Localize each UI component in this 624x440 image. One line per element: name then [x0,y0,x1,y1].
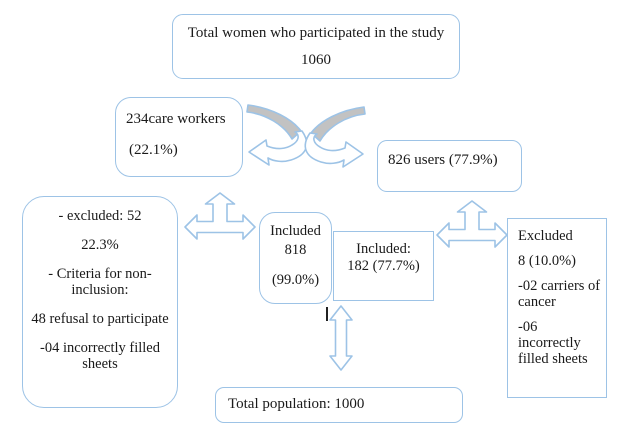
excluded-right-line: Excluded [518,228,573,244]
node-excluded-right: Excluded 8 (10.0%) -02 carriers of cance… [507,218,607,398]
node-total-women: Total women who participated in the stud… [172,14,460,79]
excluded-left-line: -04 incorrectly filled sheets [40,340,160,372]
included-818-line: (99.0%) [271,272,320,288]
included-818-line: Included [270,223,321,239]
node-total-women-value: 1060 [301,52,331,68]
excluded-right-line: -02 carriers of cancer [518,278,601,310]
node-included-818: Included 818 (99.0%) [259,212,332,304]
excluded-left-line: - excluded: 52 [58,208,142,224]
node-total-population-label: Total population: 1000 [228,396,365,412]
node-care-workers-label: 234care workers [126,111,226,127]
included-182-line: Included: [356,241,411,257]
excluded-left-line: 48 refusal to participate [31,311,169,327]
excluded-right-line: -06 incorrectly filled sheets [518,319,588,367]
node-excluded-left: - excluded: 52 22.3% - Criteria for non-… [22,196,178,408]
included-182-line: 182 (77.7%) [347,258,420,274]
excluded-right-line: 8 (10.0%) [518,253,576,269]
node-total-population: Total population: 1000 [215,387,463,423]
node-users: 826 users (77.9%) [377,140,522,192]
three-way-arrow-right-icon [436,200,508,248]
node-included-182: Included: 182 (77.7%) [333,231,434,301]
node-care-workers: 234care workers (22.1%) [115,97,243,177]
curved-split-arrows [246,104,366,168]
curved-arrow-left-icon [246,104,308,166]
text-cursor [326,307,328,321]
three-way-arrow-left-icon [184,192,256,240]
node-users-label: 826 users (77.9%) [388,152,498,168]
node-care-workers-percent: (22.1%) [129,142,178,158]
included-818-line: 818 [284,242,307,258]
excluded-left-line: - Criteria for non-inclusion: [48,266,152,298]
up-down-arrow-icon [329,305,353,371]
curved-arrow-right-icon [304,106,366,168]
node-total-women-label: Total women who participated in the stud… [187,25,445,41]
excluded-left-line: 22.3% [81,237,119,253]
